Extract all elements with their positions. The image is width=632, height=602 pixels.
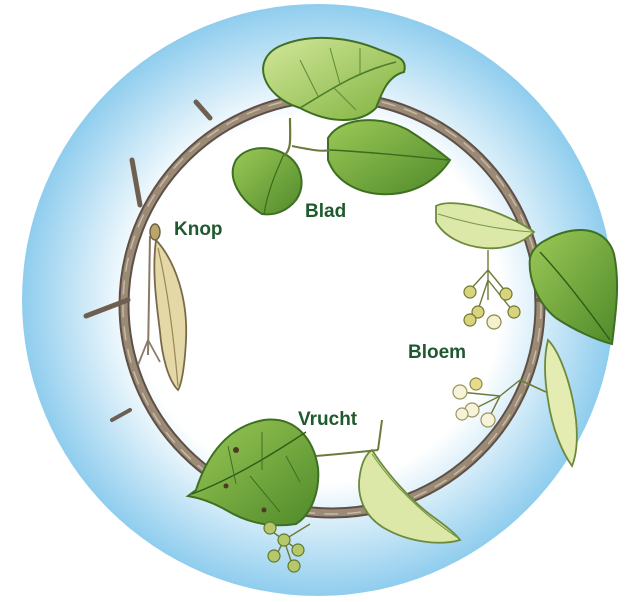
label-flower: Bloem: [408, 343, 466, 362]
label-bud: Knop: [174, 220, 223, 239]
bud-icon: [150, 224, 160, 240]
label-fruit: Vrucht: [298, 410, 357, 429]
label-leaf: Blad: [305, 202, 346, 221]
fruit-icon: [264, 522, 276, 534]
flower-icon: [487, 315, 501, 329]
